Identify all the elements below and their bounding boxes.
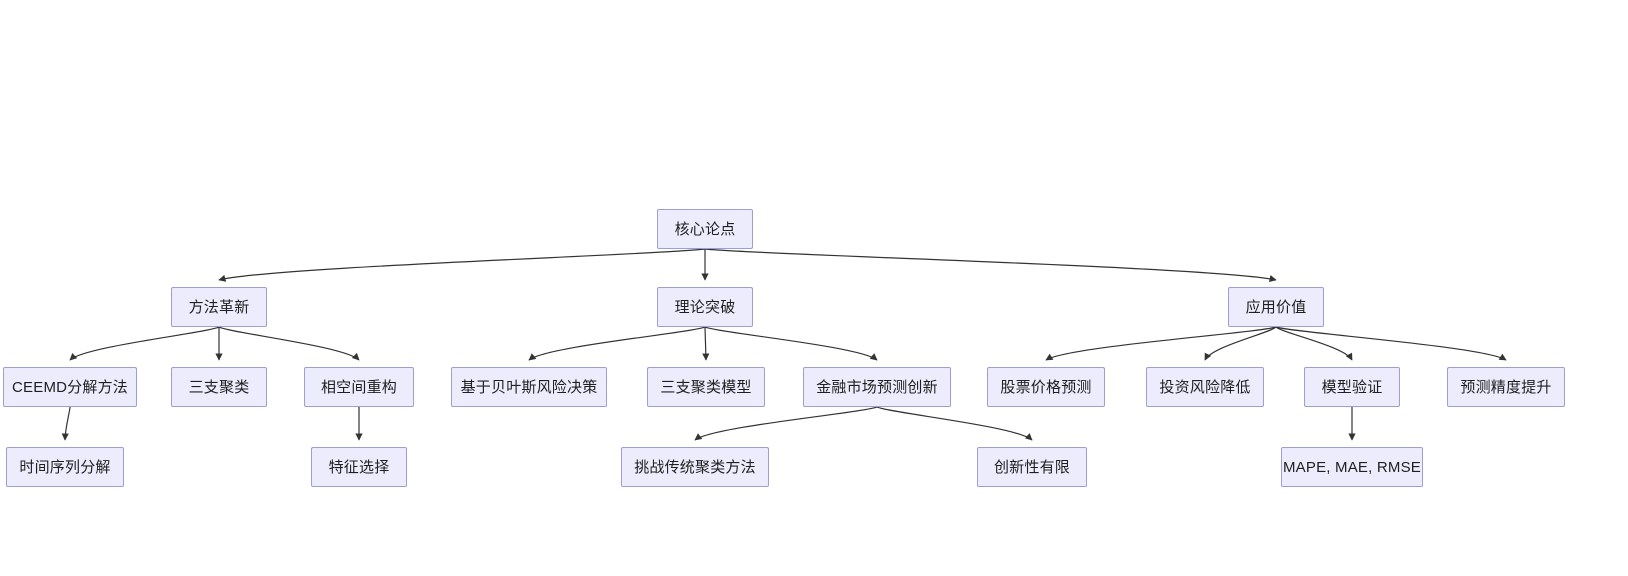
flowchart-node-l3c[interactable]: 相空间重构 (304, 367, 414, 407)
edge-l2c-to-l3i (1275, 326, 1353, 361)
edge-root-to-l2a (218, 248, 706, 282)
flowchart-node-l3e[interactable]: 三支聚类模型 (647, 367, 765, 407)
edge-l3f-to-l4d (876, 406, 1033, 441)
node-label: 特征选择 (328, 458, 390, 476)
flowchart-node-l3a[interactable]: CEEMD分解方法 (3, 367, 137, 407)
edge-l3a-to-l4a (61, 406, 71, 441)
flowchart-node-l4a[interactable]: 时间序列分解 (6, 447, 124, 487)
node-label: 理论突破 (674, 298, 736, 316)
edge-l2b-to-l3f (704, 326, 878, 361)
edge-l2b-to-l3e (702, 326, 710, 361)
node-label: 股票价格预测 (1000, 378, 1092, 396)
flowchart-node-l3b[interactable]: 三支聚类 (171, 367, 267, 407)
node-label: 时间序列分解 (19, 458, 111, 476)
node-label: 挑战传统聚类方法 (634, 458, 756, 476)
node-label: 投资风险降低 (1159, 378, 1251, 396)
flowchart-node-l4d[interactable]: 创新性有限 (977, 447, 1087, 487)
node-label: 三支聚类 (188, 378, 250, 396)
edge-paths (61, 248, 1507, 441)
flowchart-node-l4b[interactable]: 特征选择 (311, 447, 407, 487)
node-label: 创新性有限 (993, 458, 1070, 476)
flowchart-node-l3f[interactable]: 金融市场预测创新 (803, 367, 951, 407)
node-label: 模型验证 (1321, 378, 1383, 396)
edge-l2a-to-l3a (69, 326, 220, 361)
flowchart-node-l4e[interactable]: MAPE, MAE, RMSE (1281, 447, 1423, 487)
flowchart-node-l3j[interactable]: 预测精度提升 (1447, 367, 1565, 407)
flowchart-node-root[interactable]: 核心论点 (657, 209, 753, 249)
flowchart-node-l2a[interactable]: 方法革新 (171, 287, 267, 327)
node-label: 基于贝叶斯风险决策 (460, 378, 598, 396)
flowchart-node-l3i[interactable]: 模型验证 (1304, 367, 1400, 407)
flowchart-node-l4c[interactable]: 挑战传统聚类方法 (621, 447, 769, 487)
node-label: 三支聚类模型 (660, 378, 752, 396)
edge-l3f-to-l4c (694, 406, 878, 441)
flowchart-node-l3h[interactable]: 投资风险降低 (1146, 367, 1264, 407)
flowchart-node-l2b[interactable]: 理论突破 (657, 287, 753, 327)
node-label: 核心论点 (674, 220, 736, 238)
flowchart-node-l3d[interactable]: 基于贝叶斯风险决策 (451, 367, 607, 407)
node-label: 应用价值 (1245, 298, 1307, 316)
node-label: 预测精度提升 (1460, 378, 1552, 396)
edge-l2c-to-l3g (1045, 326, 1277, 361)
node-label: CEEMD分解方法 (12, 378, 128, 396)
edge-root-to-l2c (704, 248, 1277, 283)
edge-l2c-to-l3j (1275, 326, 1507, 361)
node-label: MAPE, MAE, RMSE (1282, 458, 1422, 476)
edge-l2b-to-l3d (528, 326, 706, 361)
node-label: 相空间重构 (320, 378, 397, 396)
edge-l2a-to-l3c (218, 326, 360, 361)
node-label: 金融市场预测创新 (816, 378, 938, 396)
flowchart-node-l3g[interactable]: 股票价格预测 (987, 367, 1105, 407)
edge-l2c-to-l3h (1204, 326, 1277, 361)
flowchart-node-l2c[interactable]: 应用价值 (1228, 287, 1324, 327)
node-label: 方法革新 (188, 298, 250, 316)
